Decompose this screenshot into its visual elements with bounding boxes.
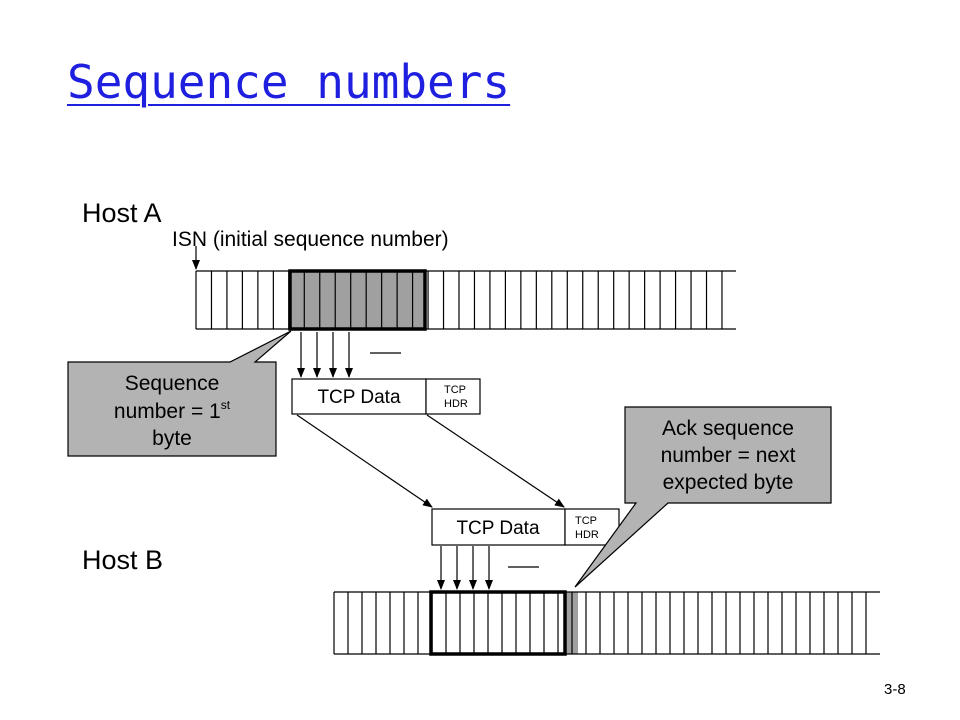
top-packet-hdr-line1: TCP: [444, 384, 466, 396]
bottom-packet-data-label: TCP Data: [456, 518, 540, 539]
callout-sequence-line1: Sequence: [125, 372, 220, 395]
host-a-label: Host A: [82, 198, 162, 228]
host-b-segment-outline: [429, 590, 567, 656]
callout-sequence-shape: [67, 330, 292, 457]
transfer-arrow-right: [426, 414, 565, 508]
isn-label: ISN (initial sequence number): [172, 228, 449, 251]
top-packet-data-box: [291, 378, 427, 415]
top-packet-data-label: TCP Data: [317, 387, 401, 408]
top-packet: TCP Data TCP HDR: [291, 378, 481, 415]
callout-sequence-line2: number = 1st: [114, 398, 231, 423]
bottom-packet-data-box: [431, 508, 566, 546]
host-a-down-arrows: [297, 332, 401, 378]
slide-number: 3-8: [884, 681, 906, 698]
top-packet-hdr-box: [425, 378, 481, 415]
bottom-packet: TCP Data TCP HDR: [431, 508, 620, 546]
callout-ack-shape: [574, 406, 832, 588]
callout-sequence-line3: byte: [152, 427, 192, 450]
callout-sequence-number: Sequence number = 1st byte: [67, 330, 292, 457]
host-b-down-arrows: [437, 546, 539, 590]
bottom-packet-hdr-line2: HDR: [575, 529, 599, 541]
transfer-arrow-left: [296, 414, 433, 508]
host-a-byte-stream: [195, 269, 736, 331]
host-a-segment-outline: [288, 269, 427, 331]
callout-ack-number: Ack sequence number = next expected byte: [574, 406, 832, 588]
host-b-label: Host B: [82, 545, 163, 575]
top-packet-hdr-line2: HDR: [444, 398, 468, 410]
host-a-segment-fill: [290, 271, 425, 329]
callout-ack-line1: Ack sequence: [662, 417, 794, 440]
bottom-packet-hdr-line1: TCP: [575, 515, 597, 527]
callout-ack-line2: number = next: [661, 444, 796, 467]
host-b-byte-stream: [333, 590, 880, 656]
slide-title: Sequence numbers: [67, 55, 511, 109]
callout-ack-line3: expected byte: [663, 471, 794, 494]
